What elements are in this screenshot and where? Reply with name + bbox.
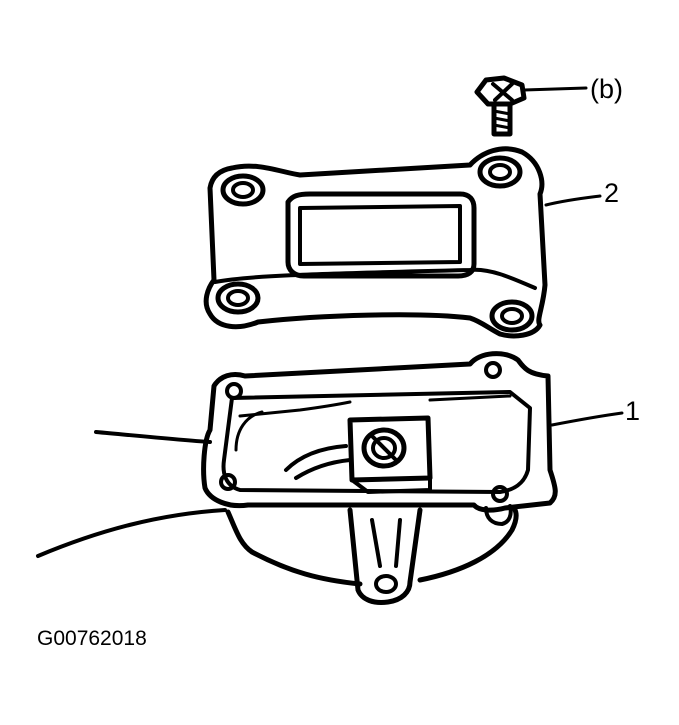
- screw: [474, 75, 527, 137]
- callout-screw-label: (b): [590, 74, 623, 104]
- leader-line-b: [522, 86, 588, 92]
- callout-cover-label: 2: [604, 178, 620, 208]
- figure-id: G00762018: [37, 627, 147, 650]
- leader-line-1: [550, 411, 624, 427]
- callout-housing-label: 1: [625, 396, 641, 426]
- leader-line-2: [544, 194, 602, 207]
- housing: [36, 351, 558, 605]
- cover-plate: [203, 146, 548, 339]
